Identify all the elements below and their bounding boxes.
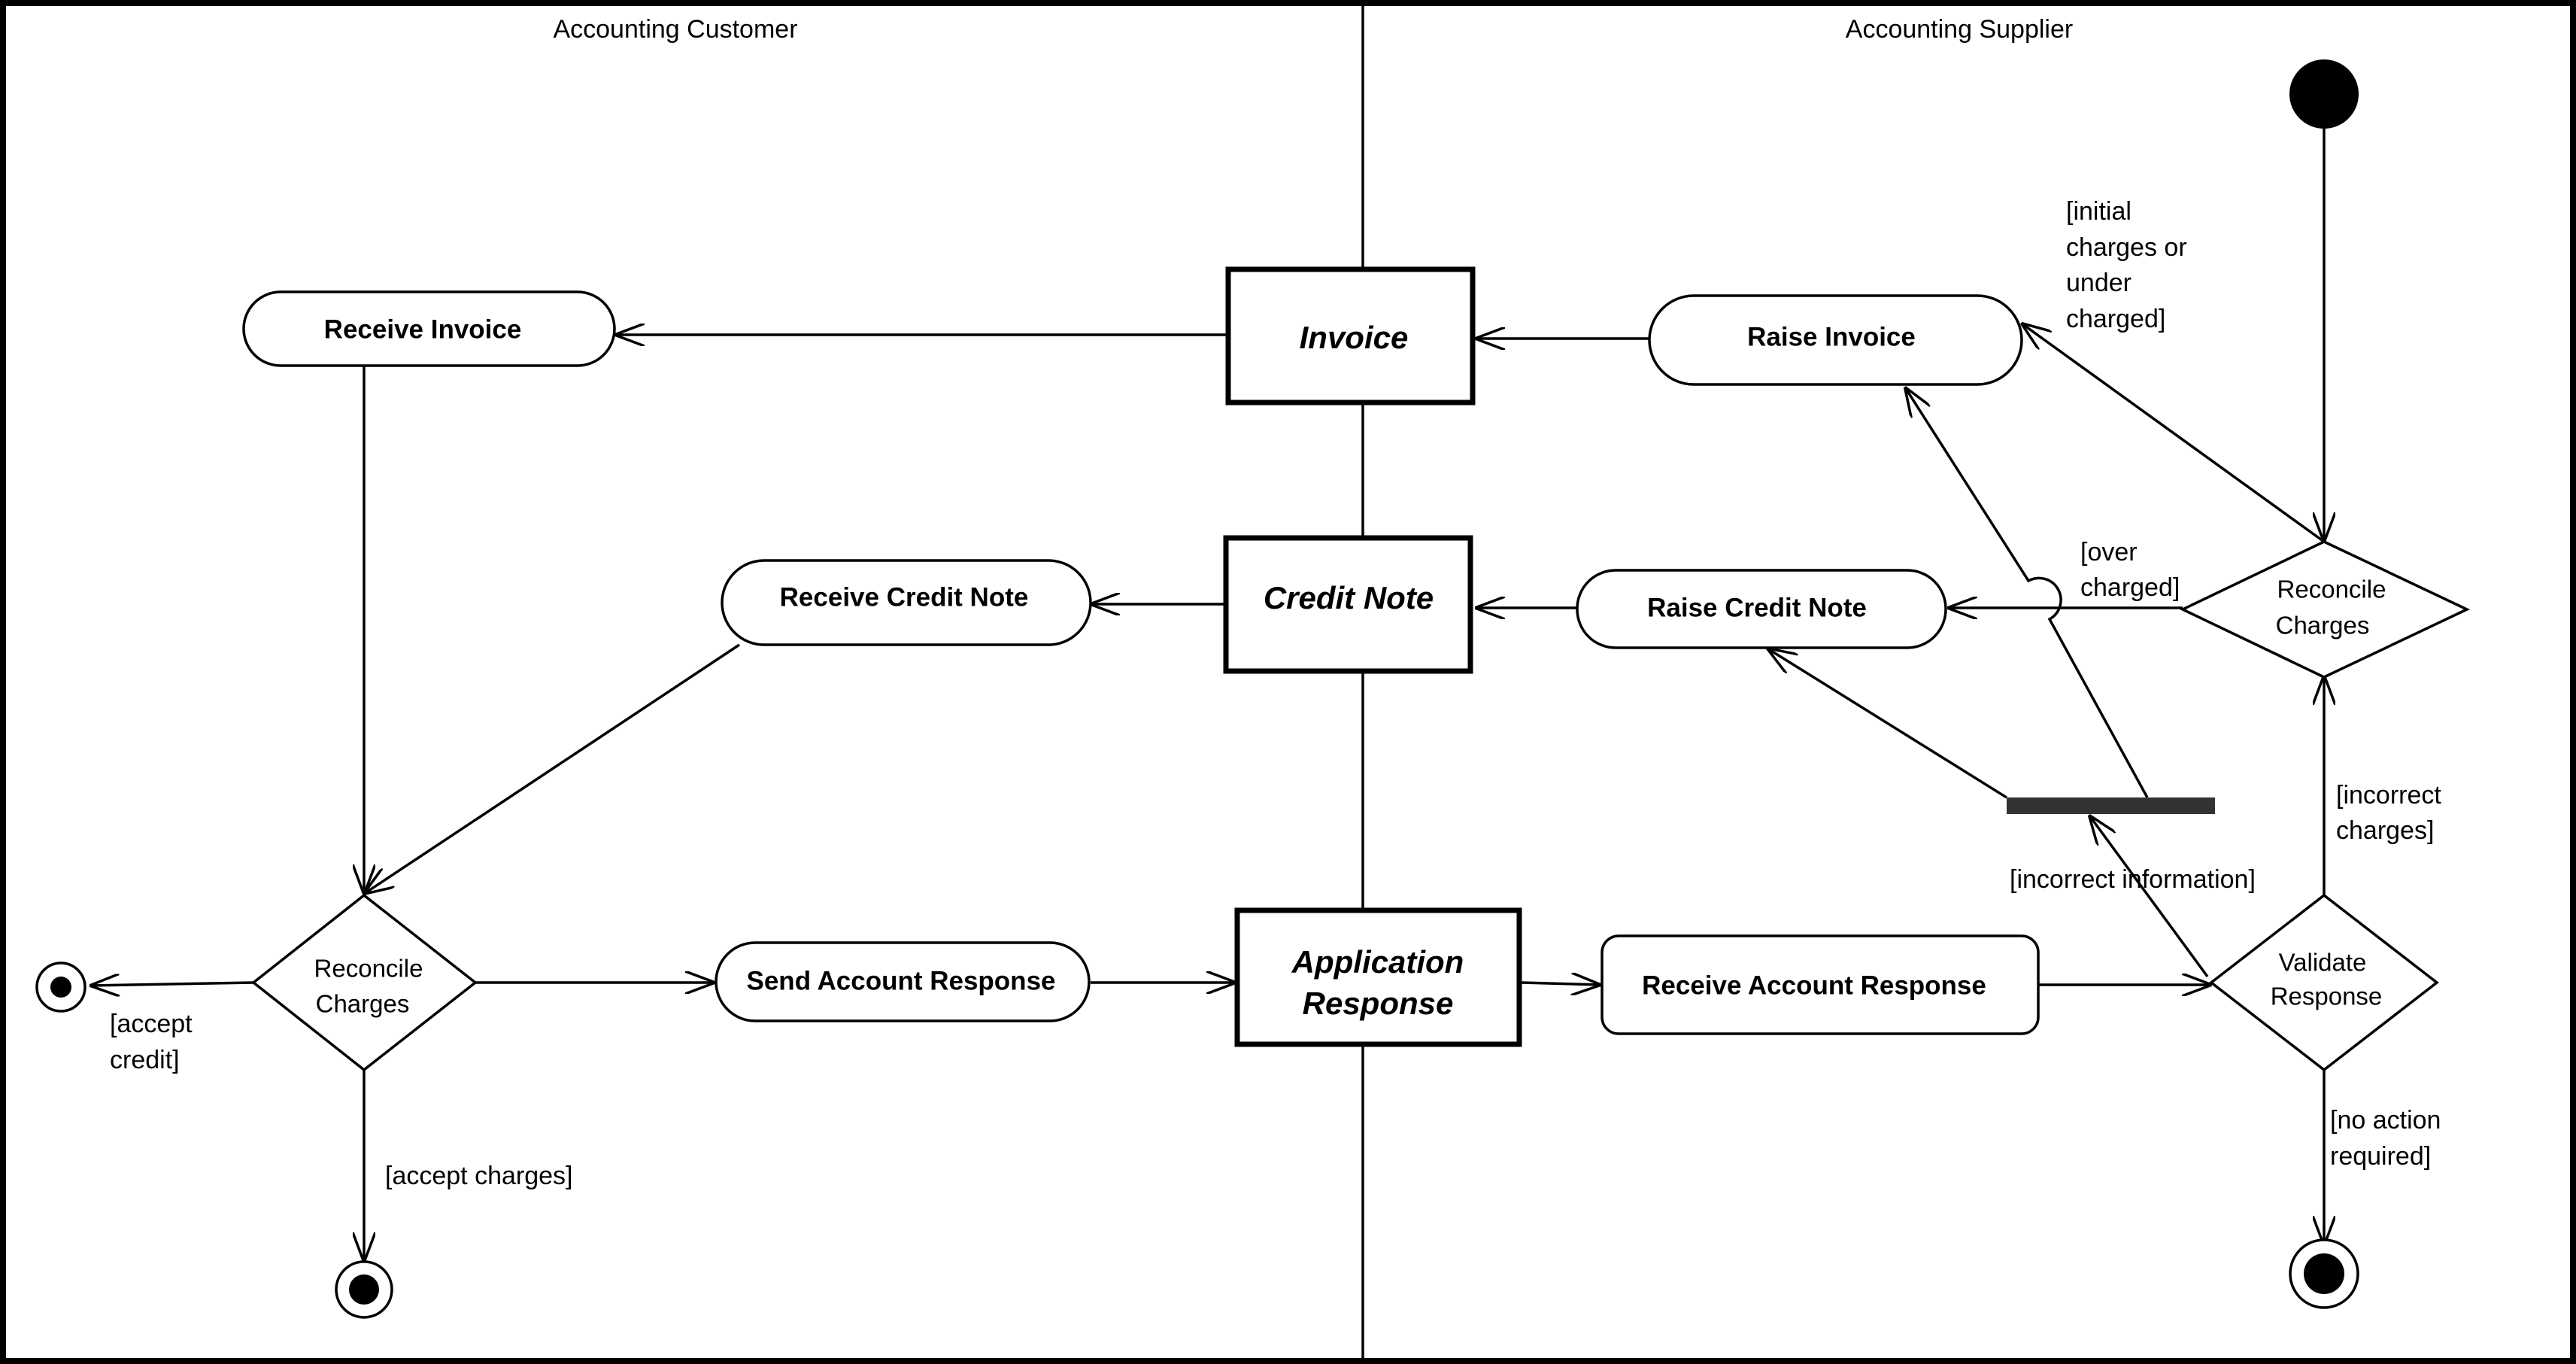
flow-application-response-to-receive-response: [1520, 983, 1601, 985]
activity-receive-credit-note-label: Receive Credit Note: [780, 582, 1029, 612]
decision-validate-label-1: Validate: [2279, 949, 2367, 977]
activity-receive-invoice-label: Receive Invoice: [324, 314, 522, 344]
object-application-response-label-1: Application: [1291, 944, 1464, 980]
activity-receive-account-response: Receive Account Response: [1601, 934, 2040, 1035]
decision-validate-response: Validate Response: [2209, 893, 2439, 1072]
decision-supplier-reconcile-label-1: Reconcile: [2277, 576, 2386, 603]
activity-send-account-response: Send Account Response: [715, 941, 1091, 1022]
guard-initial-charges-2: charges or: [2066, 233, 2187, 262]
decision-supplier-reconcile-label-2: Charges: [2276, 612, 2370, 639]
final-node-accept-credit: [35, 961, 86, 1013]
fork-bar: [2007, 797, 2215, 814]
final-node-no-action: [2289, 1238, 2359, 1309]
flow-fork-to-raise-invoice: [1905, 387, 2149, 798]
activity-receive-account-response-label: Receive Account Response: [1642, 971, 1986, 1000]
decision-customer-reconcile-charges: Reconcile Charges: [251, 893, 478, 1072]
guard-incorrect-charges-1: [incorrect: [2336, 781, 2441, 810]
activity-receive-credit-note: Receive Credit Note: [721, 559, 1092, 646]
decision-supplier-reconcile-charges: Reconcile Charges: [2179, 540, 2471, 679]
guard-accept-charges: [accept charges]: [385, 1162, 572, 1190]
object-invoice-label: Invoice: [1300, 320, 1409, 355]
activity-raise-credit-note: Raise Credit Note: [1576, 569, 1947, 649]
activity-raise-credit-note-label: Raise Credit Note: [1647, 593, 1867, 622]
activity-send-account-response-label: Send Account Response: [747, 966, 1056, 995]
guard-incorrect-information: [incorrect information]: [2010, 865, 2256, 894]
decision-validate-label-2: Response: [2271, 983, 2383, 1010]
guard-initial-charges-1: [initial: [2066, 197, 2131, 226]
flow-reconcile-to-raise-invoice: [2022, 324, 2326, 543]
guard-incorrect-charges-2: charges]: [2336, 816, 2434, 845]
lane-title-customer: Accounting Customer: [553, 15, 797, 44]
object-application-response: Application Response: [1234, 907, 1522, 1047]
guard-no-action-1: [no action: [2330, 1106, 2441, 1135]
flow-fork-to-raise-credit-note: [1767, 649, 2007, 799]
object-credit-note: Credit Note: [1223, 535, 1473, 674]
flow-reconcile-to-final-credit: [90, 983, 254, 986]
guard-over-charged-1: [over: [2080, 538, 2138, 567]
flow-validate-to-fork: [2089, 816, 2209, 978]
decision-customer-reconcile-label-1: Reconcile: [314, 955, 423, 983]
final-node-accept-charges: [335, 1260, 393, 1319]
activity-raise-invoice: Raise Invoice: [1648, 294, 2023, 386]
guard-no-action-2: required]: [2330, 1142, 2431, 1171]
object-credit-note-label: Credit Note: [1264, 580, 1434, 615]
activity-raise-invoice-label: Raise Invoice: [1747, 322, 1916, 351]
object-application-response-label-2: Response: [1303, 986, 1454, 1021]
lane-title-supplier: Accounting Supplier: [1846, 15, 2073, 44]
guard-initial-charges-4: charged]: [2066, 305, 2165, 333]
guard-accept-credit-1: [accept: [110, 1010, 193, 1038]
activity-receive-invoice: Receive Invoice: [242, 290, 616, 367]
guard-initial-charges-3: under: [2066, 269, 2131, 297]
object-invoice: Invoice: [1225, 266, 1476, 406]
flow-receive-credit-note-to-reconcile: [364, 643, 740, 894]
guard-accept-credit-2: credit]: [110, 1046, 180, 1074]
guard-over-charged-2: charged]: [2080, 573, 2180, 602]
decision-customer-reconcile-label-2: Charges: [316, 990, 410, 1018]
initial-node: [2289, 59, 2359, 129]
